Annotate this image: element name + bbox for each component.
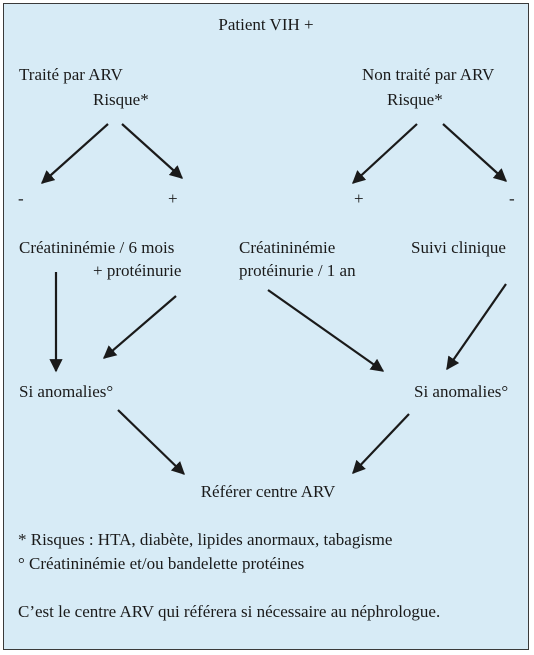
- creat-1an-line1-label: Créatininémie: [239, 238, 336, 257]
- note-degre: ° Créatininémie et/ou bandelette protéin…: [18, 554, 305, 573]
- proteinurie-label: + protéinurie: [93, 261, 182, 280]
- arrow-left-risk-to-plus: [121, 123, 183, 179]
- note-final: C’est le centre ARV qui référera si néce…: [18, 602, 441, 621]
- left-risk-label: Risque*: [93, 90, 149, 109]
- right-risk-label: Risque*: [387, 90, 443, 109]
- referer-centre-label: Référer centre ARV: [200, 482, 336, 501]
- arrow-creat1an-to-anomalies: [267, 289, 385, 372]
- right-plus-label: +: [354, 189, 364, 208]
- arrow-left-risk-to-minus: [41, 123, 109, 184]
- right-branch-label: Non traité par ARV: [362, 65, 495, 84]
- left-minus-label: -: [18, 189, 24, 208]
- note-risques: * Risques : HTA, diabète, lipides anorma…: [18, 530, 393, 549]
- creat-6mois-label: Créatininémie / 6 mois: [19, 238, 175, 257]
- creat-1an-line2-label: protéinurie / 1 an: [239, 261, 356, 280]
- arrow-right-risk-to-minus: [442, 123, 507, 182]
- left-plus-label: +: [168, 189, 178, 208]
- arrow-right-risk-to-plus: [352, 123, 418, 184]
- right-minus-label: -: [509, 189, 515, 208]
- anomalies-right-label: Si anomalies°: [414, 382, 509, 401]
- diagram-frame: [3, 3, 529, 650]
- root-node: Patient VIH +: [218, 15, 314, 34]
- anomalies-left-label: Si anomalies°: [19, 382, 114, 401]
- arrow-anomalies-left-to-referer: [117, 409, 185, 475]
- suivi-clinique-label: Suivi clinique: [411, 238, 506, 257]
- arrow-anomalies-right-to-referer: [352, 413, 410, 474]
- arrow-proteinurie-to-anomalies: [102, 295, 177, 359]
- arrow-suivi-to-anomalies: [446, 283, 507, 371]
- left-branch-label: Traité par ARV: [19, 65, 123, 84]
